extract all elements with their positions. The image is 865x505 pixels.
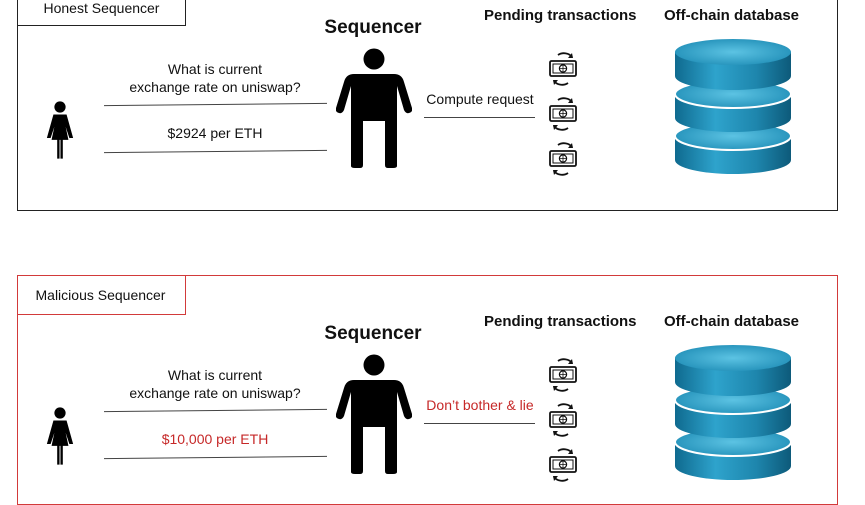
money-exchange-icon [548, 403, 578, 437]
malicious-sequencer-panel: Malicious Sequencer [16, 274, 838, 505]
malicious-sequencer-tag: Malicious Sequencer [16, 274, 186, 315]
money-exchange-icon [548, 97, 578, 131]
off-chain-database-title: Off-chain database [664, 7, 800, 24]
pending-transactions-title: Pending transactions [484, 313, 637, 330]
person-icon [336, 48, 412, 168]
money-exchange-icon [548, 142, 578, 176]
sequencer-title: Sequencer [324, 323, 422, 344]
money-exchange-icon [548, 358, 578, 392]
answer-message: $2924 per ETH [167, 125, 263, 141]
honest-sequencer-tag: Honest Sequencer [16, 0, 186, 26]
question-line-1: What is current [167, 61, 263, 77]
pending-transactions-title: Pending transactions [484, 7, 637, 24]
action-arrow-line [424, 423, 535, 424]
question-line-2: exchange rate on uniswap? [129, 79, 301, 95]
database-icon [673, 344, 793, 482]
action-message: Don’t bother & lie [426, 397, 534, 413]
money-exchange-icon [548, 52, 578, 86]
answer-message: $10,000 per ETH [161, 431, 269, 447]
person-icon [336, 354, 412, 474]
question-line-1: What is current [167, 367, 263, 383]
action-arrow-line [424, 117, 535, 118]
money-exchange-icon [548, 448, 578, 482]
action-message: Compute request [426, 91, 534, 107]
question-line-2: exchange rate on uniswap? [129, 385, 301, 401]
woman-icon [45, 99, 75, 160]
sequencer-title: Sequencer [324, 17, 422, 38]
question-message: What is current exchange rate on uniswap… [104, 60, 326, 96]
database-icon [673, 38, 793, 176]
question-message: What is current exchange rate on uniswap… [104, 366, 326, 402]
off-chain-database-title: Off-chain database [664, 313, 800, 330]
honest-sequencer-panel: Honest Sequencer [16, 0, 838, 211]
woman-icon [45, 405, 75, 466]
